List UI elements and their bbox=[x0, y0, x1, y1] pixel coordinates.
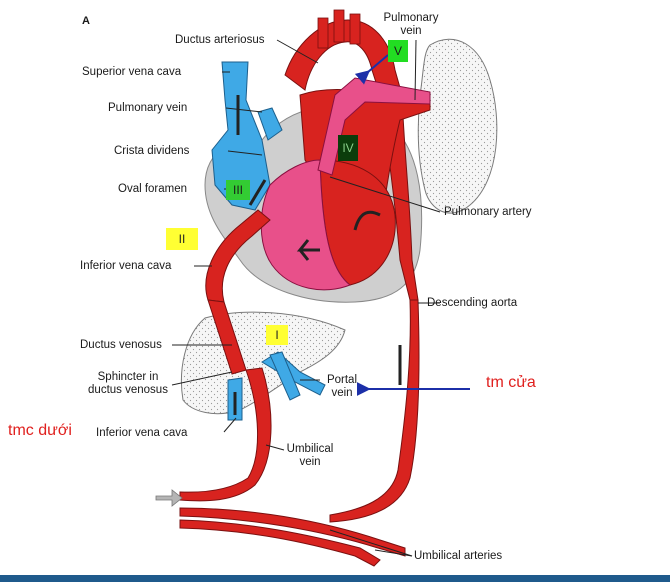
label-ductus-venosus: Ductus venosus bbox=[80, 339, 162, 351]
portal-vein-lower bbox=[269, 351, 301, 401]
placenta-arrow bbox=[155, 489, 183, 507]
label-pulmonary-vein-top: Pulmonary vein bbox=[383, 12, 439, 37]
leader-lines bbox=[171, 39, 441, 557]
annotation-portal-vein: tm cửa bbox=[486, 374, 536, 391]
umbilical-artery-1 bbox=[179, 507, 406, 557]
umbilical-artery-2 bbox=[179, 519, 381, 567]
label-superior-vena-cava: Superior vena cava bbox=[82, 66, 182, 78]
tag-IV: IV bbox=[338, 135, 358, 161]
label-sphincter: Sphincter in ductus venosus bbox=[88, 371, 168, 396]
descending-aorta bbox=[329, 299, 420, 523]
label-ductus-arteriosus: Ductus arteriosus bbox=[175, 34, 265, 46]
pulmonary-trunk bbox=[317, 77, 431, 176]
inferior-vena-cava-tube bbox=[205, 209, 271, 303]
annotation-ivc: tmc dưới bbox=[8, 422, 72, 439]
flow-arrow-rv bbox=[296, 239, 320, 261]
right-ventricle bbox=[260, 159, 352, 291]
tag-I: I bbox=[266, 325, 288, 345]
flow-arrow-lv bbox=[353, 210, 381, 231]
label-portal-vein: Portal vein bbox=[326, 374, 358, 399]
lung bbox=[417, 38, 498, 214]
tag-V: V bbox=[388, 40, 408, 62]
aortic-branch-3 bbox=[349, 13, 361, 45]
bottom-bar bbox=[0, 575, 670, 582]
label-inferior-vena-cava-lower: Inferior vena cava bbox=[96, 427, 188, 439]
flow-arrow-ivc bbox=[248, 179, 267, 206]
label-descending-aorta: Descending aorta bbox=[427, 297, 518, 309]
tag-II: II bbox=[166, 228, 198, 250]
label-umbilical-arteries: Umbilical arteries bbox=[414, 550, 503, 562]
panel-letter: A bbox=[82, 15, 90, 27]
annotation-arrow-pulmonary-vein bbox=[354, 54, 389, 85]
aortic-branch-1 bbox=[317, 17, 329, 49]
label-oval-foramen: Oval foramen bbox=[118, 183, 188, 195]
label-pulmonary-artery: Pulmonary artery bbox=[444, 206, 532, 218]
pulmonary-vein-left bbox=[257, 107, 283, 141]
label-inferior-vena-cava-upper: Inferior vena cava bbox=[80, 260, 172, 272]
label-pulmonary-vein: Pulmonary vein bbox=[108, 102, 188, 114]
aortic-branch-2 bbox=[333, 9, 345, 43]
label-crista-dividens: Crista dividens bbox=[114, 145, 190, 157]
label-umbilical-vein: Umbilical vein bbox=[286, 443, 334, 468]
tag-III: III bbox=[226, 180, 250, 200]
superior-vena-cava bbox=[211, 61, 271, 211]
